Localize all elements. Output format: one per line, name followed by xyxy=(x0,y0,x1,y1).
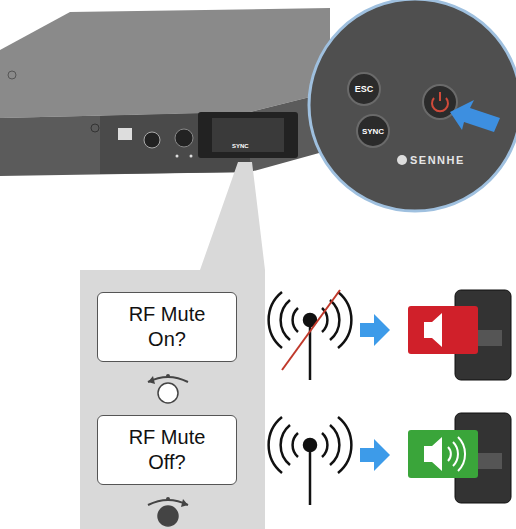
muted-tag xyxy=(408,306,478,354)
receiver-front xyxy=(0,92,330,176)
ew-logo xyxy=(397,155,407,165)
headphone-jack xyxy=(144,132,160,148)
blue-arrow xyxy=(360,439,390,471)
callout xyxy=(80,162,265,529)
volume-knob xyxy=(175,129,193,147)
button-label: ESC xyxy=(355,84,374,94)
display xyxy=(198,112,298,158)
sync-label: SYNC xyxy=(232,143,249,149)
magnifier xyxy=(309,0,516,211)
sync-button: SYNC xyxy=(356,114,390,148)
display-text: RF Mute Off? xyxy=(121,425,213,475)
esc-button: ESC xyxy=(347,72,381,106)
brand-name: SENNHE xyxy=(410,154,465,166)
mute-slash xyxy=(282,290,340,370)
audio-tag xyxy=(408,430,478,478)
antenna xyxy=(269,292,352,505)
lcd-display: RF Mute On? xyxy=(97,292,237,362)
button-label: SYNC xyxy=(362,127,384,136)
blue-arrow xyxy=(360,314,390,346)
display-text: RF Mute On? xyxy=(121,302,213,352)
display-screen xyxy=(212,118,284,152)
receiver-top xyxy=(0,8,330,118)
lcd-display: RF Mute Off? xyxy=(97,415,237,485)
press-arrow xyxy=(450,100,500,132)
logo xyxy=(118,128,132,140)
